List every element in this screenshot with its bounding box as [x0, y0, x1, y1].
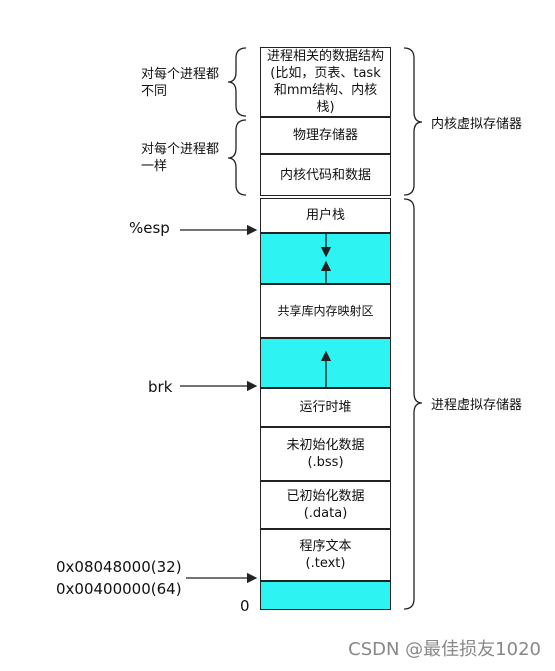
kernel-process-data-cell: 进程相关的数据结构(比如，页表、task和mm结构、内核栈) [260, 47, 391, 117]
right-brace-process [403, 198, 423, 610]
physical-memory-cell: 物理存储器 [260, 117, 391, 154]
watermark: CSDN @最佳损友1020 [348, 639, 541, 660]
zero-address-label: 0 [240, 597, 250, 615]
address-32-label: 0x08048000(32) [56, 558, 182, 576]
text-cell: 程序文本 (.text) [260, 529, 391, 581]
user-stack-cell: 用户栈 [260, 198, 391, 233]
left-brace-different [227, 47, 247, 117]
kernel-virtual-memory-label: 内核虚拟存储器 [431, 117, 523, 132]
runtime-heap-cell: 运行时堆 [260, 388, 391, 427]
per-process-different-label: 对每个进程都不同 [141, 67, 220, 99]
bss-cell: 未初始化数据 (.bss) [260, 427, 391, 481]
address-64-label: 0x00400000(64) [56, 580, 182, 598]
reserved-low-cell [260, 581, 391, 610]
esp-label: %esp [129, 219, 170, 237]
shared-library-cell: 共享库内存映射区 [260, 284, 391, 338]
per-process-same-label: 对每个进程都一样 [141, 142, 220, 174]
data-cell: 已初始化数据 (.data) [260, 481, 391, 529]
right-brace-kernel [403, 47, 423, 196]
left-brace-same [227, 119, 247, 196]
brk-label: brk [148, 378, 173, 396]
process-virtual-memory-label: 进程虚拟存储器 [431, 398, 523, 413]
kernel-code-data-cell: 内核代码和数据 [260, 154, 391, 196]
